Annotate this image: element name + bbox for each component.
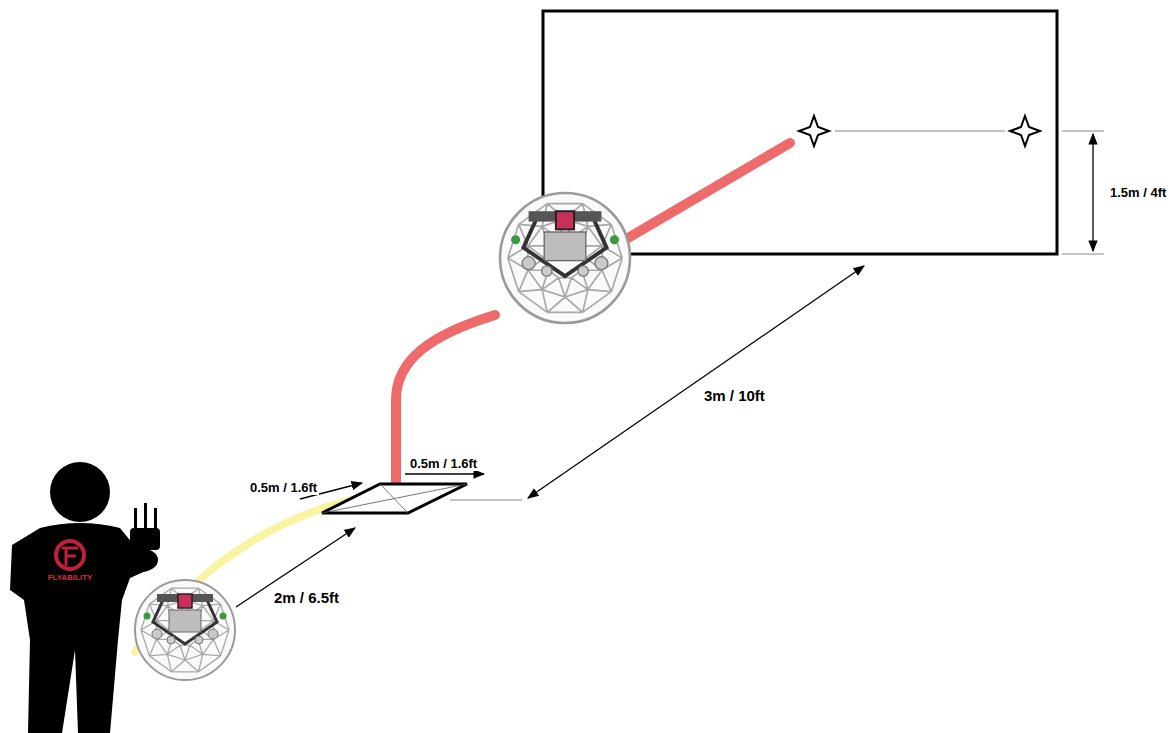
logo-text: FLYABILITY	[46, 574, 95, 583]
dimension-label: 1.5m / 4ft	[1108, 186, 1168, 200]
dimension-label: 2m / 6.5ft	[272, 590, 341, 607]
dimension-label: 0.5m / 1.6ft	[408, 457, 479, 471]
dimension-label: 0.5m / 1.6ft	[248, 481, 319, 495]
dimension-label: 3m / 10ft	[702, 388, 767, 405]
